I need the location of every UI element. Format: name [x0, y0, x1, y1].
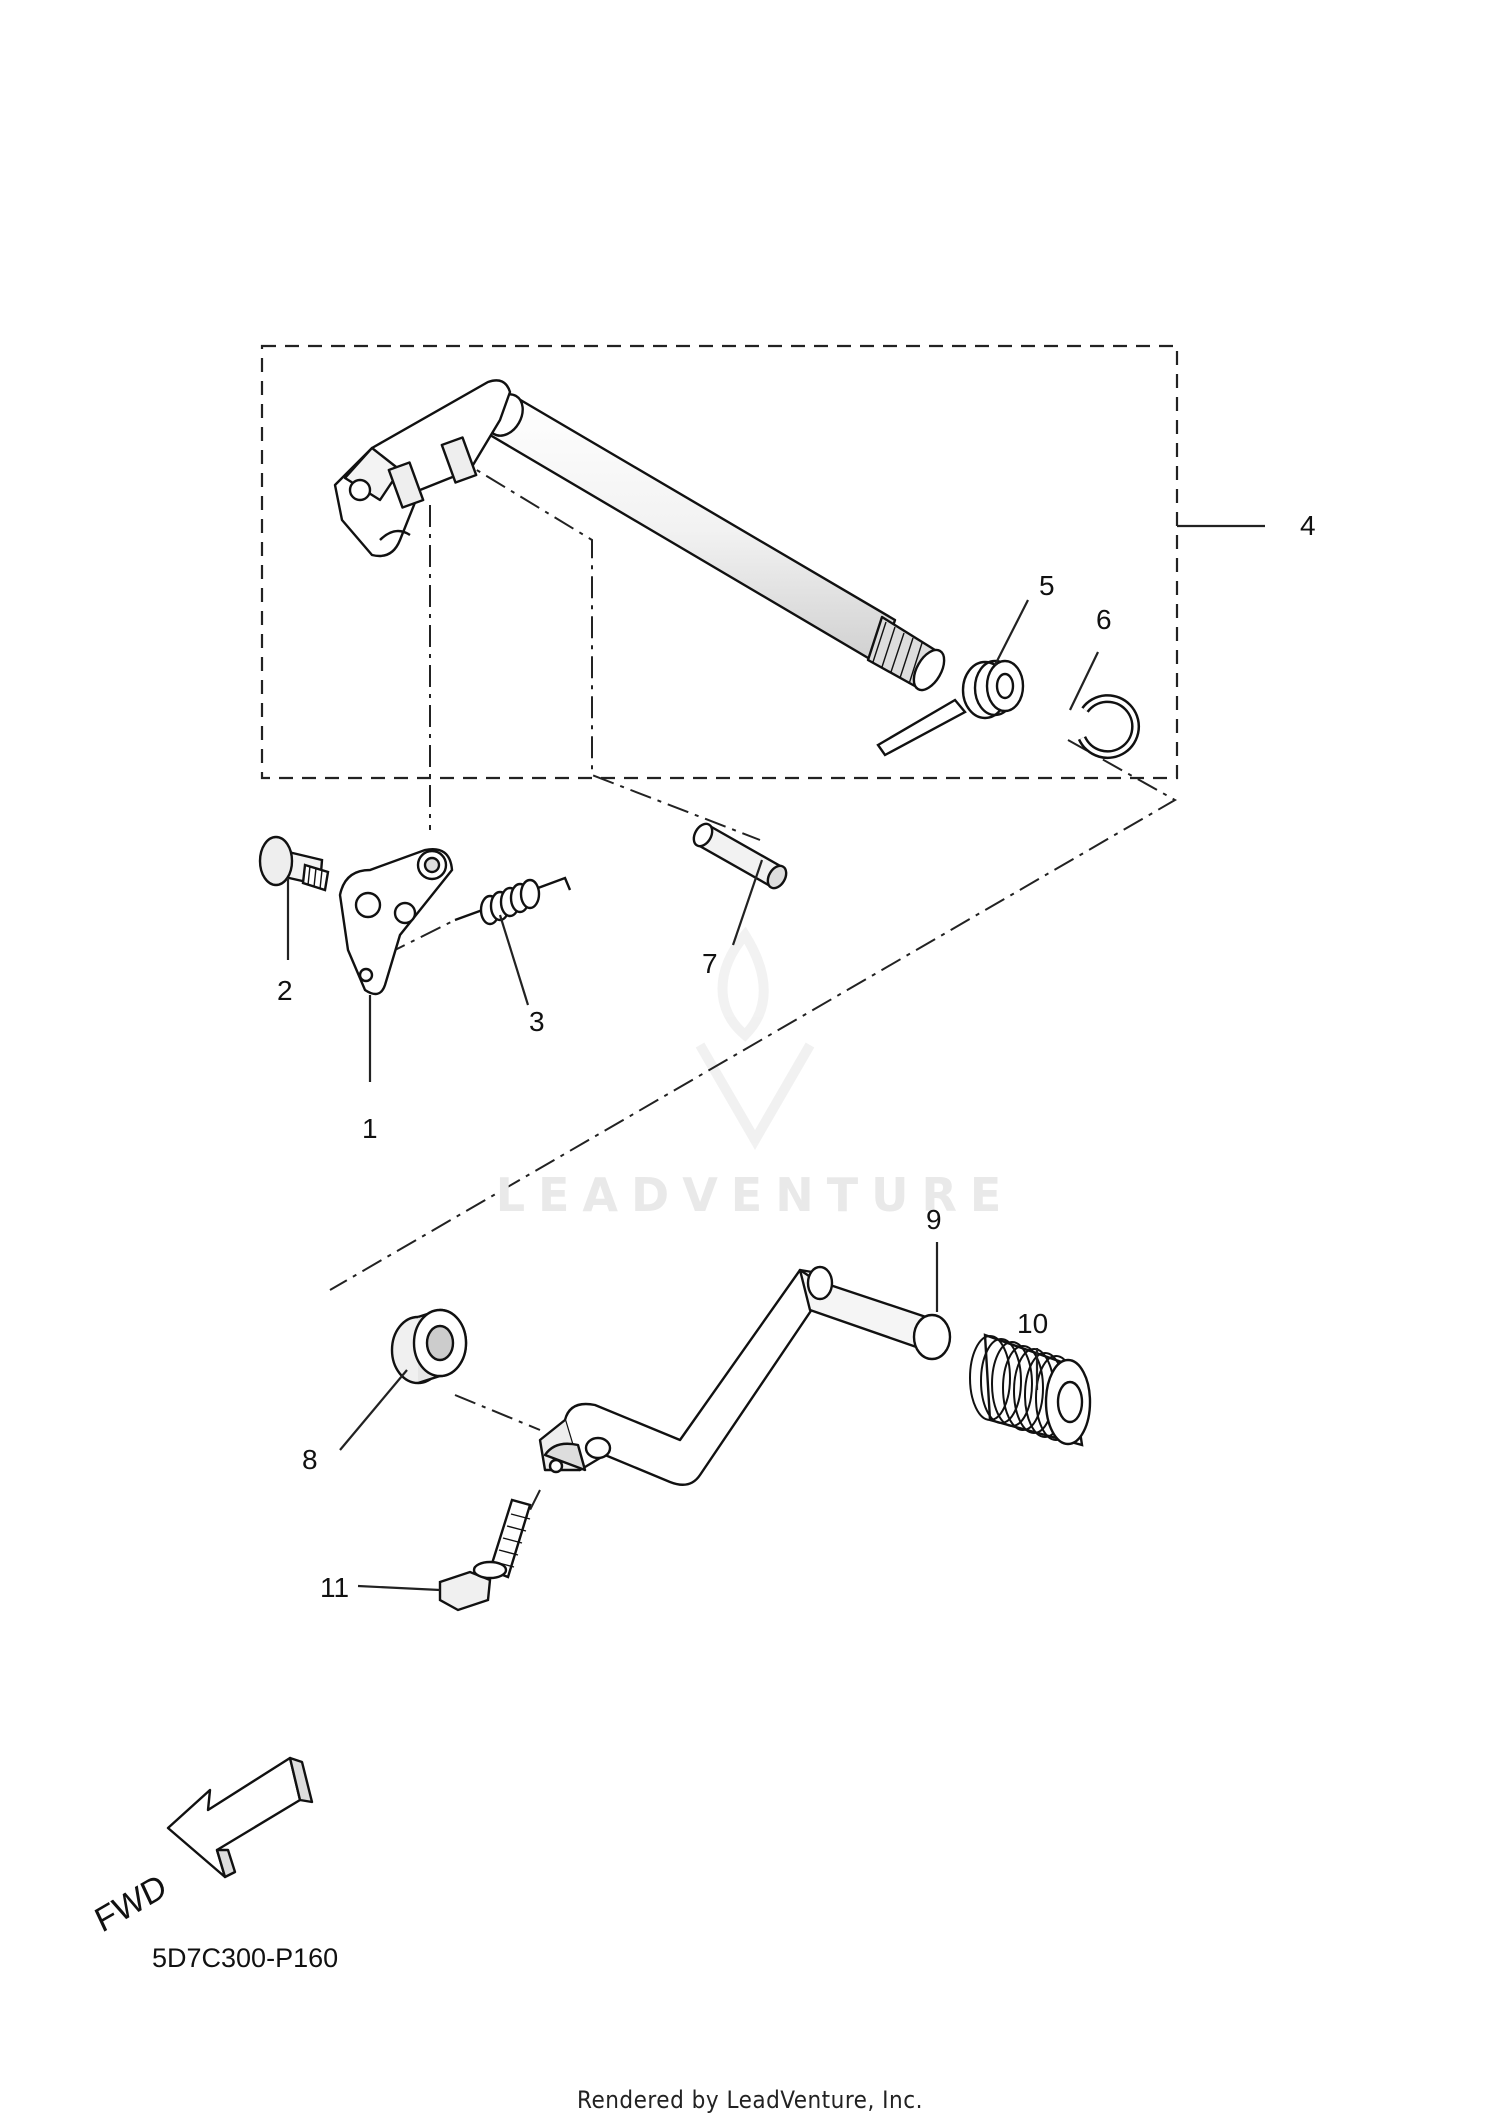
stopper-bolt	[258, 835, 330, 892]
callout-9[interactable]: 9	[926, 1204, 942, 1235]
part-code: 5D7C300-P160	[152, 1943, 339, 1973]
shift-pedal	[538, 1265, 952, 1486]
callout-2[interactable]: 2	[277, 975, 293, 1006]
pedal-rubber	[969, 1333, 1092, 1447]
callout-4[interactable]: 4	[1300, 510, 1316, 541]
callout-5[interactable]: 5	[1039, 570, 1055, 601]
callout-10[interactable]: 10	[1017, 1308, 1049, 1339]
callout-3[interactable]: 3	[529, 1006, 545, 1037]
watermark-text: LEADVENTURE	[495, 1168, 1015, 1222]
shift-shaft	[333, 379, 946, 692]
watermark-logo	[695, 926, 815, 1150]
leader-lines	[286, 599, 1099, 1592]
fwd-label: FWD	[89, 1867, 172, 1940]
footer-credit: Rendered by LeadVenture, Inc.	[577, 2086, 923, 2114]
assembly-group-box	[260, 344, 1179, 780]
callout-7[interactable]: 7	[702, 948, 718, 979]
fwd-arrow-icon: FWD	[89, 1756, 314, 1940]
callout-8[interactable]: 8	[302, 1444, 318, 1475]
callout-11[interactable]: 11	[320, 1572, 350, 1603]
callout-6[interactable]: 6	[1096, 604, 1112, 635]
pedal-bolt	[438, 1498, 532, 1612]
oil-seal	[390, 1308, 468, 1385]
torsion-spring	[876, 659, 1025, 757]
stopper-lever	[338, 848, 454, 996]
coil-spring	[454, 876, 572, 926]
dowel-pin	[692, 822, 788, 890]
callout-1[interactable]: 1	[362, 1113, 378, 1144]
assembly-lines	[329, 454, 1178, 1571]
